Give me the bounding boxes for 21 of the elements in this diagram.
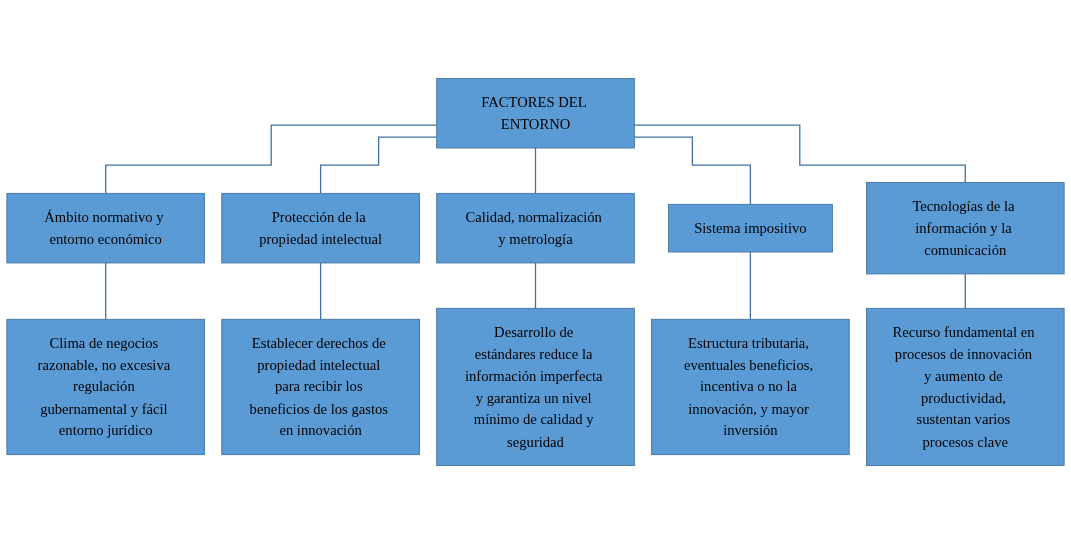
connector xyxy=(964,273,966,309)
node-box: Ámbito normativo y entorno económico xyxy=(6,192,205,264)
node-box: Clima de negocios razonable, no excesiva regulación gubernamental y fácil entorno jurídico xyxy=(6,318,205,456)
node-box: Estructura tributaria, eventuales beneficios, incentiva o no la innovación, y mayor inversión xyxy=(651,318,850,456)
node-box: Recurso fundamental en procesos de innovación y aumento de productividad, sustentan varios procesos clave xyxy=(866,307,1065,467)
node-box: Tecnologías de la información y la comunicación xyxy=(866,181,1065,275)
node-box: Establecer derechos de propiedad intelectual para recibir los beneficios de los gastos en innovación xyxy=(221,318,420,456)
connector xyxy=(534,147,537,194)
connector xyxy=(534,262,537,309)
connector xyxy=(749,251,752,320)
connector xyxy=(319,136,438,194)
node-box: Desarrollo de estándares reduce la información imperfecta y garantiza un nivel mínimo de calidad y seguridad xyxy=(436,307,635,467)
node-box: FACTORES DEL ENTORNO xyxy=(436,77,635,149)
connector xyxy=(105,262,107,320)
connector xyxy=(633,124,966,184)
connector xyxy=(105,124,438,194)
node-box: Calidad, normalización y metrología xyxy=(436,192,635,264)
connector xyxy=(633,136,752,205)
node-box: Sistema impositivo xyxy=(667,203,833,253)
node-box: Protección de la propiedad intelectual xyxy=(221,192,420,264)
connector xyxy=(319,262,322,320)
